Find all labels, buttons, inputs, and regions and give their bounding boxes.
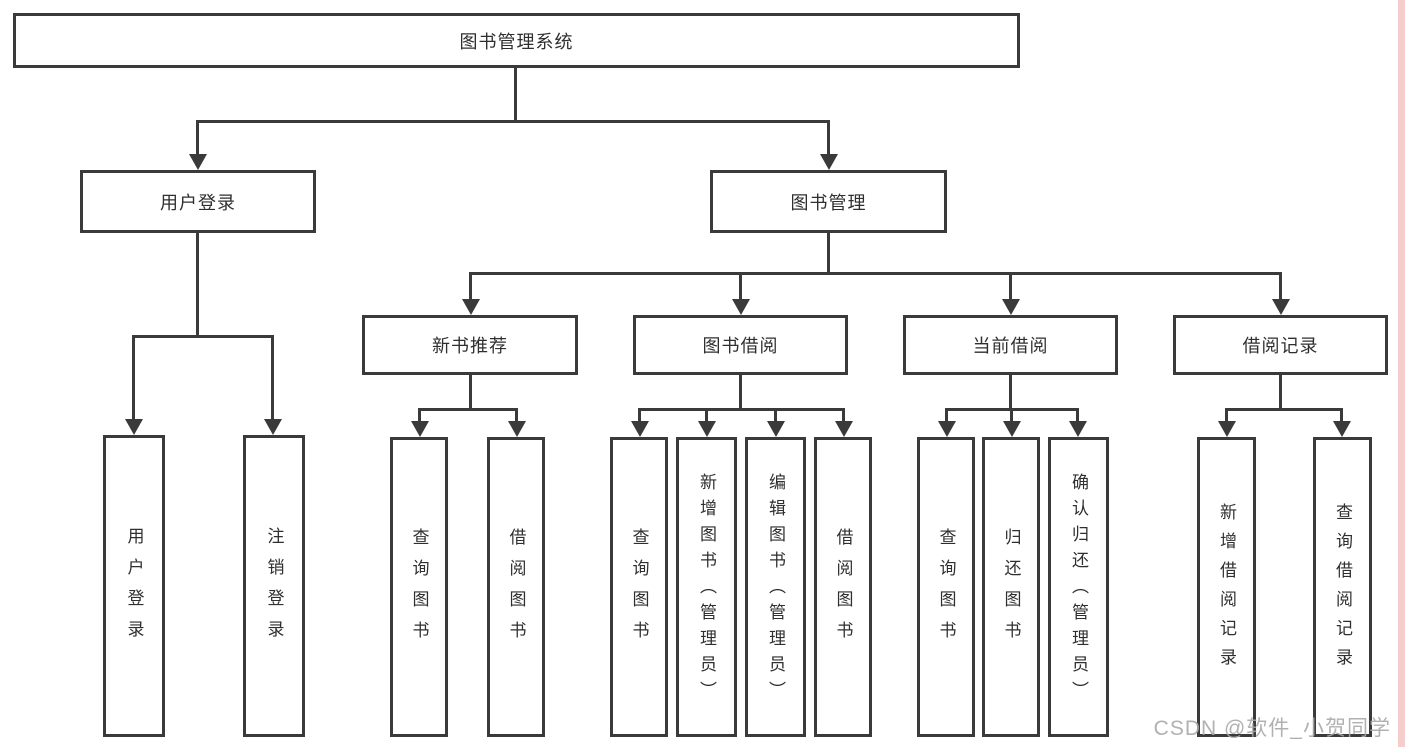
- connector-new-book-stem: [469, 375, 472, 408]
- connector-book-borrow-branch: [638, 408, 844, 411]
- arrow-down-icon: [508, 421, 526, 437]
- connector-drop: [1010, 408, 1013, 421]
- arrow-down-icon: [732, 299, 750, 315]
- arrow-down-icon: [938, 421, 956, 437]
- leaf-add-borrow-record: 新增借阅记录: [1197, 437, 1256, 737]
- connector-drop-book-borrow: [739, 272, 742, 299]
- arrow-down-icon: [264, 419, 282, 435]
- leaf-confirm-return-admin: 确认归还（管理员）: [1048, 437, 1109, 737]
- node-current-borrowing: 当前借阅: [903, 315, 1118, 375]
- connector-drop: [638, 408, 641, 421]
- node-book-borrowing: 图书借阅: [633, 315, 848, 375]
- connector-borrow-records-branch: [1225, 408, 1343, 411]
- arrow-down-icon: [1002, 299, 1020, 315]
- connector-drop-current-borrow: [1009, 272, 1012, 299]
- connector-drop-book-mgmt: [827, 120, 830, 156]
- arrow-down-icon: [820, 154, 838, 170]
- arrow-down-icon: [1333, 421, 1351, 437]
- leaf-borrow-books: 借阅图书: [487, 437, 545, 737]
- leaf-query-books: 查询图书: [390, 437, 448, 737]
- arrow-down-icon: [1272, 299, 1290, 315]
- arrow-down-icon: [631, 421, 649, 437]
- connector-drop: [1076, 408, 1079, 421]
- connector-drop-new-book: [469, 272, 472, 299]
- connector-current-borrow-stem: [1009, 375, 1012, 408]
- leaf-query-books: 查询图书: [917, 437, 975, 737]
- leaf-add-books-admin: 新增图书（管理员）: [676, 437, 737, 737]
- connector-drop-leaf-login: [132, 335, 135, 419]
- node-new-book-recommendation: 新书推荐: [362, 315, 578, 375]
- connector-book-mgmt-stem: [827, 233, 830, 272]
- connector-book-borrow-stem: [739, 375, 742, 408]
- arrow-down-icon: [1218, 421, 1236, 437]
- connector-drop-leaf-logout: [271, 335, 274, 419]
- arrow-down-icon: [462, 299, 480, 315]
- arrow-down-icon: [1069, 421, 1087, 437]
- connector-drop-user-login: [196, 120, 199, 156]
- arrow-down-icon: [767, 421, 785, 437]
- connector-drop-borrow-records: [1279, 272, 1282, 299]
- connector-root-stem: [514, 68, 517, 120]
- arrow-down-icon: [125, 419, 143, 435]
- leaf-return-books: 归还图书: [982, 437, 1040, 737]
- connector-drop: [515, 408, 518, 421]
- connector-root-branch: [196, 120, 830, 123]
- connector-drop: [1225, 408, 1228, 421]
- leaf-user-login: 用户登录: [103, 435, 165, 737]
- node-user-login: 用户登录: [80, 170, 316, 233]
- connector-drop: [945, 408, 948, 421]
- leaf-query-books: 查询图书: [610, 437, 668, 737]
- arrow-down-icon: [189, 154, 207, 170]
- connector-drop: [418, 408, 421, 421]
- node-book-management: 图书管理: [710, 170, 947, 233]
- arrow-down-icon: [835, 421, 853, 437]
- leaf-query-borrow-record: 查询借阅记录: [1313, 437, 1372, 737]
- connector-book-mgmt-branch: [469, 272, 1282, 275]
- connector-new-book-branch: [418, 408, 518, 411]
- connector-drop: [842, 408, 845, 421]
- node-borrowing-records: 借阅记录: [1173, 315, 1388, 375]
- connector-borrow-records-stem: [1279, 375, 1282, 408]
- arrow-down-icon: [411, 421, 429, 437]
- arrow-down-icon: [698, 421, 716, 437]
- connector-drop: [705, 408, 708, 421]
- csdn-watermark: CSDN @软件_小贺同学: [1153, 717, 1391, 740]
- leaf-borrow-books: 借阅图书: [814, 437, 872, 737]
- connector-user-login-branch: [132, 335, 274, 338]
- node-root-library-management-system: 图书管理系统: [13, 13, 1020, 68]
- arrow-down-icon: [1003, 421, 1021, 437]
- connector-user-login-stem: [196, 233, 199, 335]
- leaf-edit-books-admin: 编辑图书（管理员）: [745, 437, 806, 737]
- right-edge-strip: [1398, 0, 1405, 747]
- leaf-logout: 注销登录: [243, 435, 305, 737]
- connector-drop: [1340, 408, 1343, 421]
- connector-drop: [774, 408, 777, 421]
